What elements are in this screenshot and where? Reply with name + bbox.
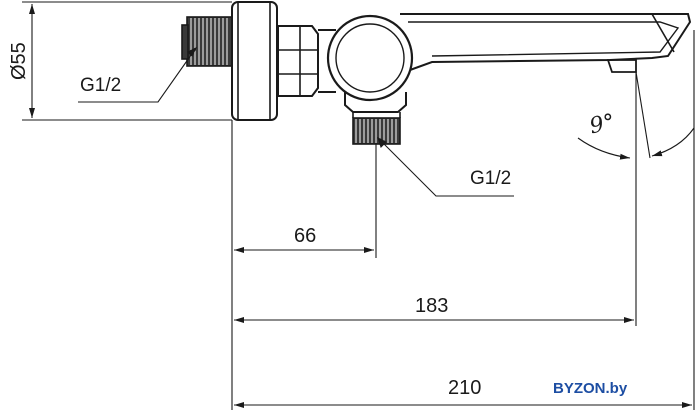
outlet-block [344,92,407,113]
thread-outlet-label: G1/2 [470,168,511,189]
angle-arc-right [651,127,695,157]
hex-nut [277,25,319,97]
angle-arc-left [577,137,631,160]
reach-183-label: 183 [415,295,448,317]
offset-66-label: 66 [294,225,316,247]
aerator [606,59,637,73]
inlet-thread [186,16,233,67]
leader-outlet [377,137,514,197]
leader-inlet [78,47,197,103]
angle-label: 9° [587,110,617,140]
length-210-label: 210 [448,377,481,399]
dimension-lines [29,4,695,408]
faucet-outline [181,1,692,145]
watermark-logo: BYZON.by [553,380,628,397]
extension-lines [22,1,695,410]
diameter-label: Ø55 [8,42,30,80]
spout [400,13,692,71]
thread-inlet-label: G1/2 [80,75,121,96]
mixer-body [326,14,414,102]
